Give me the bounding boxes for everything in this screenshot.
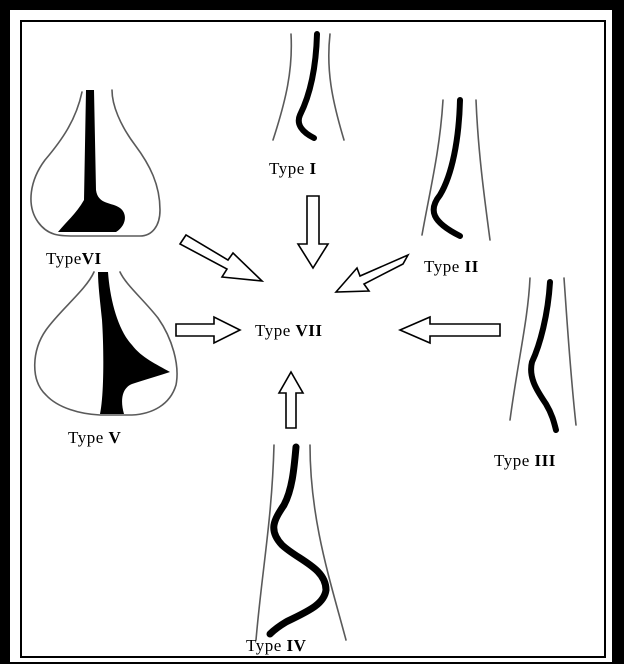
arrow-type-5-to-7 xyxy=(176,317,240,343)
arrow-type-2-to-7 xyxy=(336,255,408,292)
label-type-5-prefix: Type xyxy=(68,428,109,447)
tooth-type-5 xyxy=(35,272,177,415)
arrow-type-4-to-7 xyxy=(279,372,303,428)
label-type-1: Type I xyxy=(269,159,317,179)
label-type-7-prefix: Type xyxy=(255,321,296,340)
label-type-5: Type V xyxy=(68,428,121,448)
label-type-4: Type IV xyxy=(246,636,306,656)
label-type-1-prefix: Type xyxy=(269,159,310,178)
label-type-4-prefix: Type xyxy=(246,636,287,655)
label-type-3-prefix: Type xyxy=(494,451,535,470)
label-type-3: Type III xyxy=(494,451,556,471)
label-type-2: Type II xyxy=(424,257,479,277)
tooth-type-4 xyxy=(256,445,346,640)
arrow-type-6-to-7 xyxy=(180,235,262,281)
label-type-6-prefix: Type xyxy=(46,249,82,268)
tooth-type-2 xyxy=(422,100,490,240)
tooth-type-3 xyxy=(510,278,576,430)
label-type-5-numeral: V xyxy=(109,428,122,447)
label-type-7-numeral: VII xyxy=(296,321,323,340)
label-type-3-numeral: III xyxy=(535,451,556,470)
arrow-type-3-to-7 xyxy=(400,317,500,343)
label-type-1-numeral: I xyxy=(310,159,317,178)
label-type-2-prefix: Type xyxy=(424,257,465,276)
label-type-6-numeral: VI xyxy=(82,249,102,268)
label-type-4-numeral: IV xyxy=(287,636,307,655)
arrow-type-1-to-7 xyxy=(298,196,328,268)
label-type-2-numeral: II xyxy=(465,257,479,276)
tooth-type-1 xyxy=(273,34,344,140)
tooth-type-6 xyxy=(31,90,160,236)
label-type-6: TypeVI xyxy=(46,249,102,269)
label-type-7: Type VII xyxy=(255,321,323,341)
